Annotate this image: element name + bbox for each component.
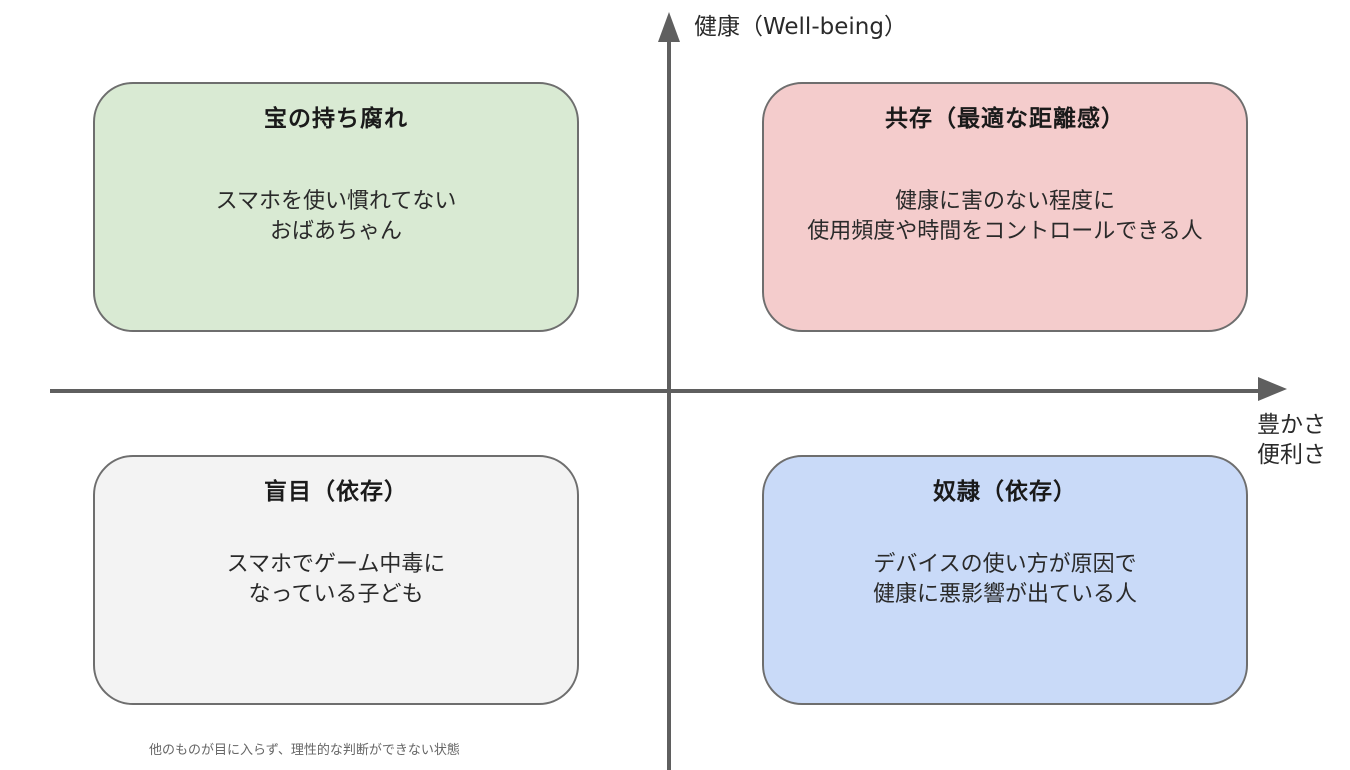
description-line: おばあちゃん: [269, 219, 402, 244]
quadrant-description: 健康に害のない程度に 使用頻度や時間をコントロールできる人: [764, 187, 1246, 247]
quadrant-bottom-right: 奴隷（依存） デバイスの使い方が原因で 健康に悪影響が出ている人: [762, 455, 1248, 705]
x-axis-label: 豊かさ 便利さ: [1257, 410, 1326, 470]
footnote: 他のものが目に入らず、理性的な判断ができない状態: [149, 743, 460, 758]
x-axis-arrow-icon: [1258, 377, 1287, 401]
description-line: スマホでゲーム中毒に: [226, 552, 446, 577]
quadrant-description: スマホを使い慣れてない おばあちゃん: [95, 187, 577, 247]
description-line: なっている子ども: [248, 582, 424, 607]
quadrant-description: スマホでゲーム中毒に なっている子ども: [95, 550, 577, 610]
quadrant-bottom-left: 盲目（依存） スマホでゲーム中毒に なっている子ども: [93, 455, 579, 705]
x-axis-label-line-2: 便利さ: [1257, 442, 1326, 468]
quadrant-top-left: 宝の持ち腐れ スマホを使い慣れてない おばあちゃん: [93, 82, 579, 332]
quadrant-description: デバイスの使い方が原因で 健康に悪影響が出ている人: [764, 550, 1246, 610]
quadrant-title: 奴隷（依存）: [933, 479, 1077, 505]
description-line: 健康に害のない程度に: [894, 189, 1115, 214]
quadrant-top-right: 共存（最適な距離感） 健康に害のない程度に 使用頻度や時間をコントロールできる人: [762, 82, 1248, 332]
quadrant-title: 盲目（依存）: [264, 479, 408, 505]
x-axis-label-line-1: 豊かさ: [1257, 412, 1326, 438]
description-line: デバイスの使い方が原因で: [873, 552, 1137, 577]
quadrant-title: 共存（最適な距離感）: [885, 106, 1125, 132]
description-line: 健康に悪影響が出ている人: [872, 582, 1137, 607]
y-axis-label: 健康（Well-being）: [694, 14, 907, 40]
y-axis-arrow-icon: [658, 12, 680, 42]
quadrant-title: 宝の持ち腐れ: [264, 106, 408, 132]
description-line: 使用頻度や時間をコントロールできる人: [807, 219, 1203, 244]
description-line: スマホを使い慣れてない: [215, 189, 457, 214]
